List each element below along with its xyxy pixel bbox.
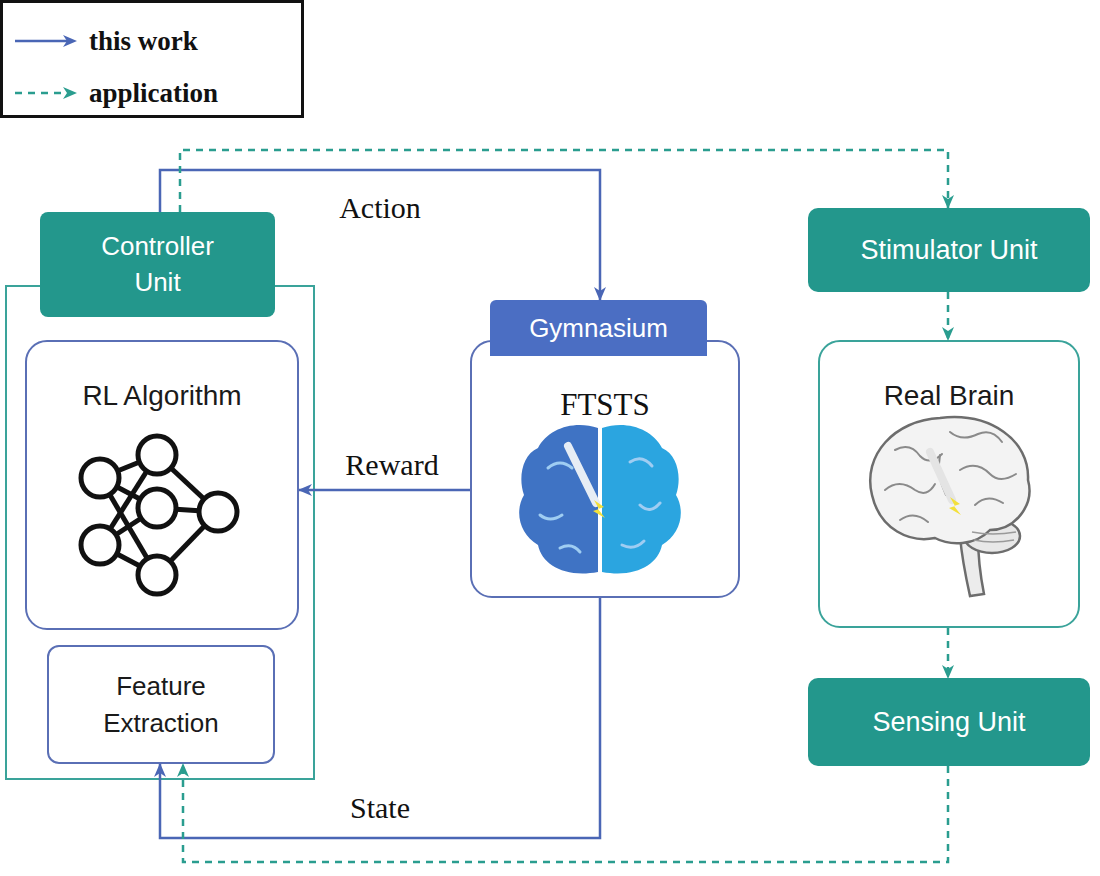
brain-icon-part-part — [640, 503, 660, 510]
real-brain-icon-part-part — [960, 466, 1016, 479]
box-title: Sensing Unit — [808, 678, 1090, 766]
neural-net-icon-part — [138, 436, 176, 474]
real-brain-icon-part — [949, 497, 961, 515]
box-title: Feature Extraction — [49, 647, 273, 762]
flow-arrow — [299, 489, 470, 492]
real-brain-icon-part-part — [900, 515, 928, 522]
real-brain-icon-part — [972, 532, 1016, 542]
legend-text: this work — [89, 26, 198, 57]
box-title: RL Algorithm — [27, 366, 297, 426]
real-brain-icon-part-part — [974, 540, 1014, 542]
real-brain-icon-part-part — [950, 432, 1002, 442]
neural-net-icon-part — [81, 459, 119, 497]
edge-label: Reward — [345, 448, 438, 482]
legend-sample — [11, 83, 81, 103]
brain-icon-part — [602, 425, 681, 574]
box-title: Stimulator Unit — [808, 208, 1090, 292]
application-arrow — [947, 292, 950, 340]
legend-arrow-head — [63, 35, 77, 47]
controller-group: Controller UnitRL AlgorithmFeature Extra… — [5, 285, 315, 780]
legend-row: this work — [11, 21, 198, 61]
brain-icon-part-part — [622, 541, 644, 547]
legend-line — [15, 40, 67, 43]
brain-icon-part — [568, 446, 596, 503]
model-name: FTSTS — [472, 380, 738, 430]
edge-label: Action — [339, 191, 421, 225]
neural-net-icon-part — [138, 489, 176, 527]
environment-header: Gymnasium — [490, 300, 707, 356]
application-arrow — [183, 764, 948, 862]
neural-net-icon-part — [199, 493, 237, 531]
legend-arrow-head — [63, 87, 77, 99]
legend-text: application — [89, 78, 218, 109]
application-arrow — [947, 628, 950, 678]
brain-icon-part — [593, 500, 605, 518]
legend-sample — [11, 31, 81, 51]
brain-icon-part-part — [560, 546, 580, 552]
real-brain-icon-part — [930, 452, 952, 500]
unit-box: Sensing Unit — [808, 678, 1090, 766]
application-arrow — [180, 150, 948, 212]
brain-icon-part-part — [548, 463, 572, 468]
flow-arrow — [160, 598, 600, 838]
legend-box: this work application — [0, 0, 304, 118]
real-brain-icon-part-part — [975, 498, 1003, 505]
brain-icon-part-part — [630, 459, 652, 466]
process-box: Feature Extraction — [47, 645, 275, 764]
brain-icon-part — [540, 459, 660, 552]
edge-label: State — [350, 791, 410, 825]
real-brain-icon-part-part — [972, 532, 1016, 534]
real-brain-icon — [870, 417, 1029, 596]
unit-box: Stimulator Unit — [808, 208, 1090, 292]
real-brain-icon-part-part — [885, 484, 935, 493]
brain-icon — [519, 425, 681, 574]
brain-icon-part — [519, 425, 598, 574]
flow-arrow — [160, 170, 600, 300]
brain-icon-part-part — [540, 515, 562, 519]
legend-line — [15, 92, 67, 95]
legend-row: application — [11, 73, 218, 113]
real-brain-icon-part — [870, 417, 1029, 543]
neural-net-icon-part — [138, 556, 176, 594]
real-brain-icon-part — [885, 432, 1016, 522]
controller-header: Controller Unit — [40, 212, 275, 317]
neural-net-icon-part — [81, 526, 119, 564]
neural-net-icon — [81, 436, 237, 594]
